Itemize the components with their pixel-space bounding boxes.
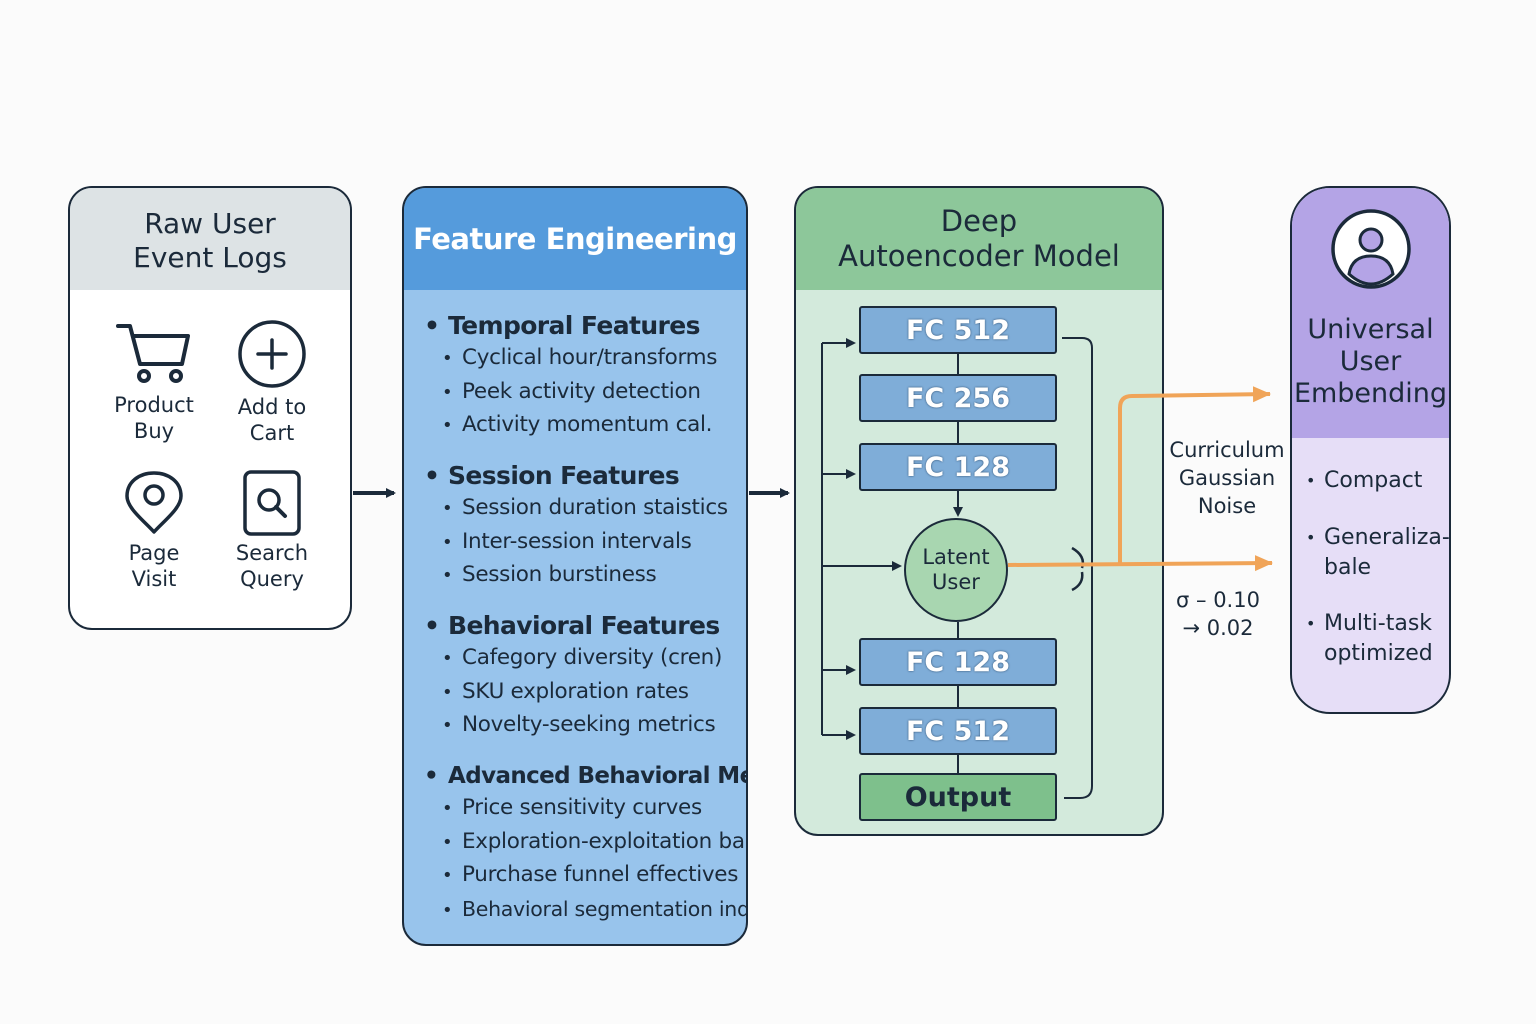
bullet-icon: •	[1306, 528, 1316, 547]
plus-circle-icon	[238, 320, 306, 388]
event-label-line1: Add to	[237, 395, 307, 419]
event-page-visit: Page Visit	[94, 470, 214, 592]
embedding-property: • Multi-task optimized	[1306, 609, 1449, 669]
encoder-fc-256: FC 256	[859, 374, 1057, 422]
fe-item: Peek activity detection	[424, 376, 744, 410]
autoencoder-connectors	[821, 337, 1093, 799]
embedding-property: • Generaliza- bale	[1306, 523, 1450, 583]
embedding-panel: Universal User Embending • Compact • Gen…	[1290, 186, 1451, 714]
feature-engineering-panel: Feature Engineering Temporal Features Cy…	[402, 186, 748, 946]
user-avatar-icon	[1331, 209, 1411, 289]
event-product-buy: Product Buy	[94, 320, 214, 444]
fe-group-title: Behavioral Features	[424, 610, 744, 642]
fe-group-session: Session Features Session duration staist…	[424, 460, 744, 593]
fe-group-advanced: Advanced Behavioral Metrics Price sensit…	[424, 760, 746, 928]
decoder-fc-512: FC 512	[859, 707, 1057, 755]
event-label-line2: Visit	[131, 567, 177, 591]
fe-group-behavioral: Behavioral Features Cafegory diversity (…	[424, 610, 744, 743]
fe-item: Purchase funnel effectives	[424, 859, 744, 893]
noise-line3: Noise	[1197, 494, 1257, 518]
embedding-property-line2: optimized	[1324, 641, 1433, 666]
fe-item: Session duration staistics	[424, 492, 744, 526]
embedding-property-line1: Multi-task	[1324, 611, 1433, 636]
sigma-schedule-label: σ – 0.10 → 0.02	[1168, 586, 1268, 642]
sigma-line1: σ – 0.10	[1176, 588, 1260, 612]
embedding-property-line2: bale	[1324, 555, 1372, 580]
autoencoder-panel: Deep Autoencoder Model FC 512 FC 256 FC …	[794, 186, 1164, 836]
fe-group-title: Advanced Behavioral Metrics	[424, 760, 746, 792]
event-label-line1: Product	[114, 393, 194, 417]
embedding-title-line3: Embending	[1293, 378, 1448, 409]
fe-item: Price sensitivity curves	[424, 792, 744, 826]
event-label-line2: Cart	[249, 421, 295, 445]
fe-group-title: Temporal Features	[424, 310, 744, 342]
embedding-property: • Compact	[1306, 466, 1449, 496]
autoencoder-header: Deep Autoencoder Model	[796, 188, 1162, 290]
raw-logs-title-line1: Raw User	[144, 207, 276, 240]
autoencoder-title-line2: Autoencoder Model	[838, 239, 1120, 273]
fe-item: SKU exploration rates	[424, 676, 744, 710]
event-label-line2: Query	[240, 567, 304, 591]
fe-item: Activity momentum cal.	[424, 409, 744, 443]
latent-user-node: Latent User	[904, 518, 1008, 622]
bullet-icon: •	[1306, 471, 1316, 490]
fe-item: Exploration-exploitation bal.	[424, 826, 746, 860]
autoencoder-title-line1: Deep	[940, 204, 1018, 238]
event-search-query: Search Query	[212, 470, 332, 592]
event-add-to-cart: Add to Cart	[212, 318, 332, 446]
fe-item: Cyclical hour/transforms	[424, 342, 744, 376]
latent-label-line2: User	[932, 570, 980, 594]
fe-item: Behavioral segmentation ind.	[424, 893, 746, 928]
embedding-title: Universal User Embending	[1292, 314, 1449, 410]
fe-item: Session burstiness	[424, 559, 744, 593]
latent-label-line1: Latent	[922, 545, 990, 569]
raw-logs-title-line2: Event Logs	[133, 241, 287, 274]
noise-line1: Curriculum	[1169, 438, 1285, 462]
embedding-property-line1: Generaliza-	[1324, 525, 1450, 550]
encoder-fc-128: FC 128	[859, 443, 1057, 491]
fe-group-title: Session Features	[424, 460, 744, 492]
encoder-fc-512: FC 512	[859, 306, 1057, 354]
embedding-title-line2: User	[1339, 346, 1402, 377]
bullet-icon: •	[1306, 614, 1316, 633]
decoder-fc-128: FC 128	[859, 638, 1057, 686]
embedding-title-line1: Universal	[1307, 314, 1434, 345]
fe-item: Novelty-seeking metrics	[424, 709, 744, 743]
sigma-line2: → 0.02	[1182, 616, 1254, 640]
raw-event-logs-header: Raw User Event Logs	[70, 188, 350, 290]
fe-item: Cafegory diversity (cren)	[424, 642, 744, 676]
feature-engineering-title: Feature Engineering	[413, 222, 737, 256]
curriculum-noise-label: Curriculum Gaussian Noise	[1168, 436, 1286, 520]
cart-icon	[116, 324, 190, 383]
noise-line2: Gaussian	[1178, 466, 1276, 490]
event-label-line1: Page	[128, 541, 180, 565]
search-icon	[243, 470, 301, 536]
fe-group-temporal: Temporal Features Cyclical hour/transfor…	[424, 310, 744, 443]
raw-event-logs-panel: Raw User Event Logs Product Buy Add to C…	[68, 186, 352, 630]
event-label-line1: Search	[235, 541, 309, 565]
embedding-property-line1: Compact	[1324, 468, 1423, 493]
feature-engineering-header: Feature Engineering	[404, 188, 746, 290]
output-block: Output	[859, 773, 1057, 821]
event-label-line2: Buy	[133, 419, 175, 443]
map-pin-icon	[125, 471, 183, 534]
fe-item: Inter-session intervals	[424, 526, 744, 560]
